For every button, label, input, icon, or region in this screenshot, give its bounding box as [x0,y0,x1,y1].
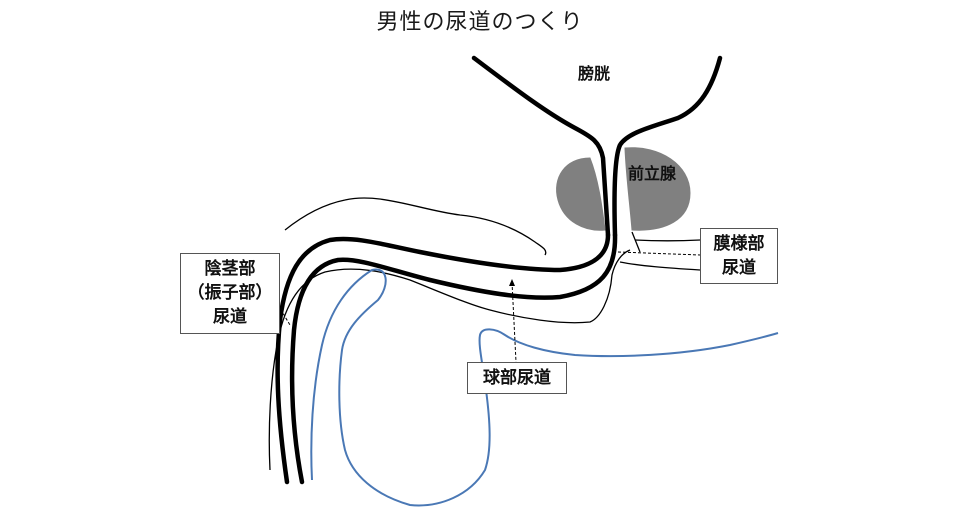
bulbar-urethra-callout: 球部尿道 [467,362,567,394]
membranous-tissue-line-1 [634,239,701,242]
prostate-right-lobe [624,147,691,231]
bulbar-urethra-label: 球部尿道 [483,368,551,388]
membranous-tissue-line-3 [631,231,641,253]
urethra-lower-line [289,232,618,485]
penile-leader-line [277,304,291,326]
membranous-urethra-line-2: 尿道 [722,258,756,278]
prostate-left-lobe [556,157,606,231]
penile-urethra-line-3: 尿道 [213,307,247,327]
bladder-wall-left [471,55,611,238]
penile-urethra-line-1: 陰茎部 [204,259,256,279]
bulbar-arrowhead [509,279,515,286]
penile-urethra-callout: 陰茎部 （振子部） 尿道 [180,253,280,334]
membranous-urethra-line-1: 膜様部 [713,234,765,254]
bulbar-leader-line [511,281,517,363]
prostate-label: 前立腺 [628,164,677,183]
penile-urethra-line-2: （振子部） [187,283,273,303]
spongiosum-lower-outline [268,249,631,471]
scrotum-outline [310,268,779,507]
spongiosum-upper-outline [284,197,547,256]
membranous-tissue-line-2 [619,261,701,271]
membranous-urethra-callout: 膜様部 尿道 [700,228,778,284]
diagram-title: 男性の尿道のつくり [376,10,584,35]
bladder-label: 膀胱 [578,64,611,83]
membranous-leader-line [617,251,701,256]
bladder-wall-right [612,55,723,238]
urethra-upper-line [275,232,611,485]
